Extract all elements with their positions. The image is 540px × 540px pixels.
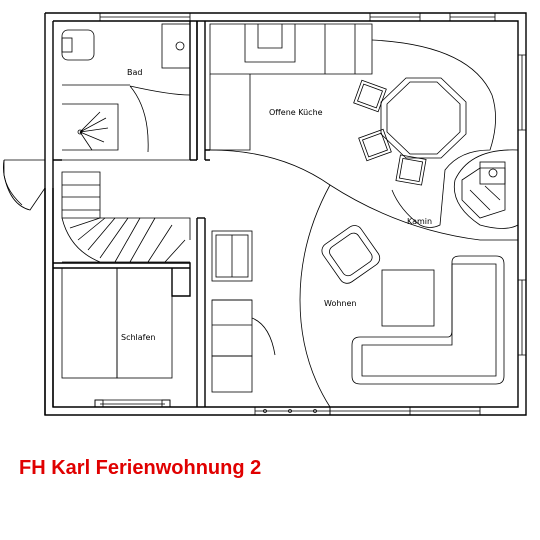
- fireplace: [453, 149, 519, 229]
- label-wohnen: Wohnen: [324, 299, 356, 308]
- label-kueche: Offene Küche: [269, 108, 323, 117]
- bathroom: [53, 20, 191, 161]
- interior-walls: [53, 21, 518, 408]
- living-room: [211, 225, 505, 393]
- kitchen: [209, 23, 496, 228]
- label-kamin: Kamin: [407, 217, 432, 226]
- label-bad: Bad: [127, 68, 142, 77]
- room-labels: Bad Offene Küche Kamin Wohnen Schlafen: [121, 68, 432, 342]
- label-schlafen: Schlafen: [121, 333, 155, 342]
- entrance-door: [3, 159, 46, 211]
- bedroom: [61, 267, 173, 408]
- plan-title: FH Karl Ferienwohnung 2: [19, 457, 262, 479]
- windows: [99, 13, 526, 415]
- outer-walls: [44, 12, 527, 416]
